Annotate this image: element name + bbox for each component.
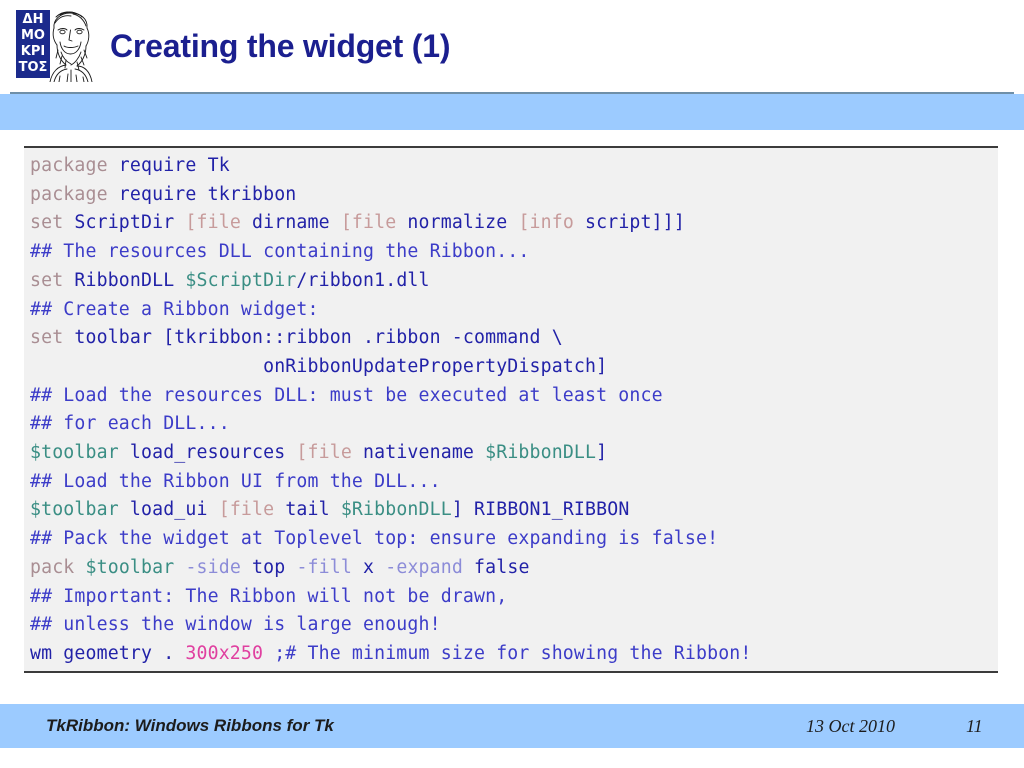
code-token-plain: ScriptDir [63, 212, 186, 234]
code-token-plain: x [351, 556, 386, 578]
code-token-plain: onRibbonUpdatePropertyDispatch] [30, 355, 608, 377]
slide-header: ΔΗ ΜΟ ΚΡΙ ΤΟΣ [0, 0, 1024, 88]
code-token-comment: ## unless the window is large enough! [30, 614, 441, 636]
code-line-12: ## Load the Ribbon UI from the DLL... [24, 468, 998, 497]
code-token-plain: load_ui [118, 499, 219, 521]
code-line-10: ## for each DLL... [24, 410, 998, 439]
code-token-comment: ## Load the Ribbon UI from the DLL... [30, 470, 441, 492]
code-token-bracket-cmd: [file [185, 212, 241, 234]
code-token-plain: ] RIBBON1_RIBBON [451, 499, 630, 521]
code-line-2: package require tkribbon [24, 181, 998, 210]
code-token-plain: nativename [351, 442, 486, 464]
code-token-option: -expand [385, 556, 463, 578]
code-token-plain: wm geometry . [30, 642, 186, 664]
code-token-bracket-cmd: [file [296, 442, 352, 464]
code-token-command: package [30, 155, 108, 176]
code-token-command: pack [30, 556, 75, 578]
code-token-comment: ;# The minimum size for showing the Ribb… [263, 642, 752, 664]
code-token-comment: ## Pack the widget at Toplevel top: ensu… [30, 528, 719, 550]
code-line-6: ## Create a Ribbon widget: [24, 296, 998, 325]
code-line-5: set RibbonDLL $ScriptDir/ribbon1.dll [24, 267, 998, 296]
code-token-comment: ## Create a Ribbon widget: [30, 298, 319, 320]
code-token-plain: ] [596, 442, 608, 464]
code-line-3: set ScriptDir [file dirname [file normal… [24, 209, 998, 238]
code-token-bracket-cmd: [file [340, 212, 397, 234]
code-token-option: -side [185, 556, 241, 578]
header-accent-band [0, 94, 1024, 130]
code-token-command: set [30, 212, 64, 234]
code-line-7: set toolbar [tkribbon::ribbon .ribbon -c… [24, 324, 998, 353]
code-line-4: ## The resources DLL containing the Ribb… [24, 238, 998, 267]
footer-date: 13 Oct 2010 [806, 716, 895, 736]
logo-line-1: ΔΗ [22, 12, 44, 27]
democritus-portrait-icon [49, 11, 93, 82]
code-token-plain: load_resources [118, 442, 297, 464]
code-token-plain: /ribbon1.dll [296, 269, 430, 291]
code-token-plain: toolbar [tkribbon::ribbon .ribbon -comma… [63, 327, 563, 349]
code-token-comment: ## for each DLL... [30, 413, 230, 435]
footer-page-number: 11 [966, 716, 983, 736]
logo-greek-text-block: ΔΗ ΜΟ ΚΡΙ ΤΟΣ [16, 10, 50, 78]
code-line-8: onRibbonUpdatePropertyDispatch] [24, 353, 998, 382]
code-token-plain: false [462, 556, 530, 578]
code-token-variable: $RibbonDLL [485, 442, 597, 464]
code-token-variable: $ScriptDir [185, 269, 297, 291]
code-token-bracket-cmd: [info [518, 212, 574, 234]
code-token-plain: require Tk [107, 155, 230, 176]
code-token-command: set [30, 269, 64, 291]
code-line-17: ## unless the window is large enough! [24, 611, 998, 640]
code-token-option: -fill [296, 556, 352, 578]
code-token-plain: tail [274, 499, 341, 521]
page-title: Creating the widget (1) [110, 28, 451, 64]
logo-line-4: ΤΟΣ [18, 60, 48, 75]
code-token-number: 300x250 [185, 642, 264, 664]
header-divider-rule [10, 92, 1014, 94]
code-token-command: set [30, 327, 64, 349]
code-token-plain: top [240, 556, 297, 578]
logo-line-3: ΚΡΙ [20, 44, 46, 59]
code-token-variable: $toolbar [85, 556, 175, 578]
footer-presentation-title: TkRibbon: Windows Ribbons for Tk [46, 716, 334, 735]
code-token-bracket-cmd: [file [218, 499, 275, 521]
code-token-plain: dirname [240, 212, 341, 234]
code-token-variable: $toolbar [30, 442, 119, 464]
code-line-1: package require Tk [24, 152, 998, 181]
demokritos-logo: ΔΗ ΜΟ ΚΡΙ ΤΟΣ [8, 6, 94, 82]
code-block: package require Tk package require tkrib… [24, 146, 998, 673]
code-line-13: $toolbar load_ui [file tail $RibbonDLL] … [24, 496, 998, 525]
code-token-plain: RibbonDLL [63, 269, 186, 291]
code-token-plain [174, 557, 185, 578]
code-token-variable: $toolbar [30, 499, 119, 521]
code-line-16: ## Important: The Ribbon will not be dra… [24, 583, 998, 612]
code-line-14: ## Pack the widget at Toplevel top: ensu… [24, 525, 998, 554]
footer-band [0, 704, 1024, 748]
code-token-comment: ## Important: The Ribbon will not be dra… [30, 585, 508, 607]
code-line-11: $toolbar load_resources [file nativename… [24, 439, 998, 468]
code-line-18: wm geometry . 300x250 ;# The minimum siz… [24, 640, 998, 669]
logo-line-2: ΜΟ [21, 28, 45, 43]
code-token-command: package [30, 183, 108, 205]
code-line-15: pack $toolbar -side top -fill x -expand … [24, 554, 998, 583]
code-token-plain [74, 557, 85, 578]
code-token-variable: $RibbonDLL [340, 499, 452, 521]
code-token-plain: script]]] [573, 212, 685, 234]
code-token-plain: require tkribbon [107, 183, 297, 205]
code-token-plain: normalize [396, 212, 519, 234]
code-line-9: ## Load the resources DLL: must be execu… [24, 382, 998, 411]
code-token-comment: ## Load the resources DLL: must be execu… [30, 384, 663, 406]
code-token-comment: ## The resources DLL containing the Ribb… [30, 241, 530, 263]
